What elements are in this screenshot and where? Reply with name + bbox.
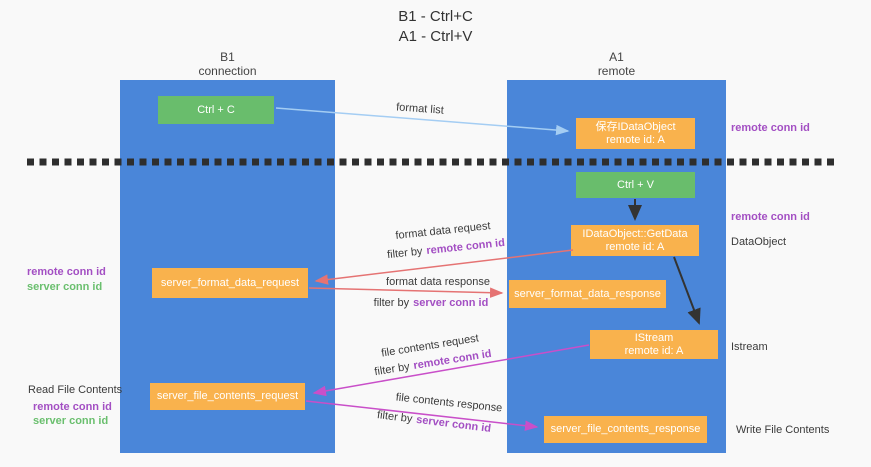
ctrl-c-node: Ctrl + C — [158, 96, 274, 124]
server-format-data-response-node: server_format_data_response — [509, 280, 666, 308]
ctrl-v-node: Ctrl + V — [576, 172, 695, 198]
remote-conn-id-annotation-top-left: remote conn id — [27, 266, 106, 278]
ctrl-c-label: Ctrl + C — [197, 103, 235, 116]
format-data-response-label: format data response — [386, 276, 490, 288]
istream-annotation: Istream — [731, 341, 768, 353]
istream-line2: remote id: A — [624, 344, 684, 357]
ctrl-v-label: Ctrl + V — [617, 178, 654, 191]
remote-conn-id-annotation-top-right: remote conn id — [731, 122, 810, 134]
b1-role: connection — [198, 64, 257, 78]
filter-by-text: filter by — [373, 297, 410, 309]
filter-by-text: filter by — [386, 245, 424, 262]
diagram-title: B1 - Ctrl+C A1 - Ctrl+V — [0, 7, 871, 47]
server-format-data-response-label: server_format_data_response — [514, 287, 661, 300]
a1-name: A1 — [609, 50, 624, 64]
filter-by-text: filter by — [373, 360, 411, 379]
server-file-contents-request-label: server_file_contents_request — [156, 390, 299, 402]
getdata-line1: IDataObject::GetData — [582, 227, 688, 240]
server-file-contents-request-node: server_file_contents_request — [150, 383, 305, 410]
write-file-contents-annotation: Write File Contents — [736, 424, 830, 436]
format-data-response-arrow — [308, 287, 504, 298]
title-line-2: A1 - Ctrl+V — [398, 28, 473, 45]
server-conn-id-annotation-top-left: server conn id — [27, 281, 103, 293]
save-dataobject-line2: remote id: A — [606, 133, 665, 146]
file-contents-response-label: file contents response — [395, 391, 503, 415]
server-conn-id-text: server conn id — [415, 413, 492, 435]
server-file-contents-response-node: server_file_contents_response — [544, 416, 707, 443]
server-file-contents-response-label: server_file_contents_response — [550, 423, 701, 435]
istream-node: IStream remote id: A — [590, 330, 718, 359]
remote-conn-id-annotation-bottom-left: remote conn id — [33, 401, 112, 413]
a1-role: remote — [597, 64, 636, 78]
save-dataobject-line1: 保存IDataObject — [595, 120, 676, 133]
getdata-line2: remote id: A — [605, 240, 665, 253]
title-line-1: B1 - Ctrl+C — [398, 8, 473, 25]
filter-by-text: filter by — [376, 409, 414, 426]
remote-conn-id-annotation-mid-right: remote conn id — [731, 211, 810, 223]
server-conn-id-annotation-bottom-left: server conn id — [33, 415, 109, 427]
remote-conn-id-text: remote conn id — [425, 236, 506, 258]
b1-column-header: B1 connection — [120, 50, 335, 78]
dataobject-annotation: DataObject — [731, 236, 787, 248]
istream-line1: IStream — [634, 331, 674, 344]
read-file-contents-annotation: Read File Contents — [28, 384, 123, 396]
format-list-label: format list — [395, 101, 445, 117]
getdata-node: IDataObject::GetData remote id: A — [571, 225, 699, 256]
server-format-data-request-node: server_format_data_request — [152, 268, 308, 298]
server-conn-id-text: server conn id — [413, 297, 489, 309]
a1-column-header: A1 remote — [507, 50, 726, 78]
b1-name: B1 — [220, 50, 235, 64]
server-format-data-request-label: server_format_data_request — [160, 276, 300, 289]
save-dataobject-node: 保存IDataObject remote id: A — [576, 118, 695, 149]
